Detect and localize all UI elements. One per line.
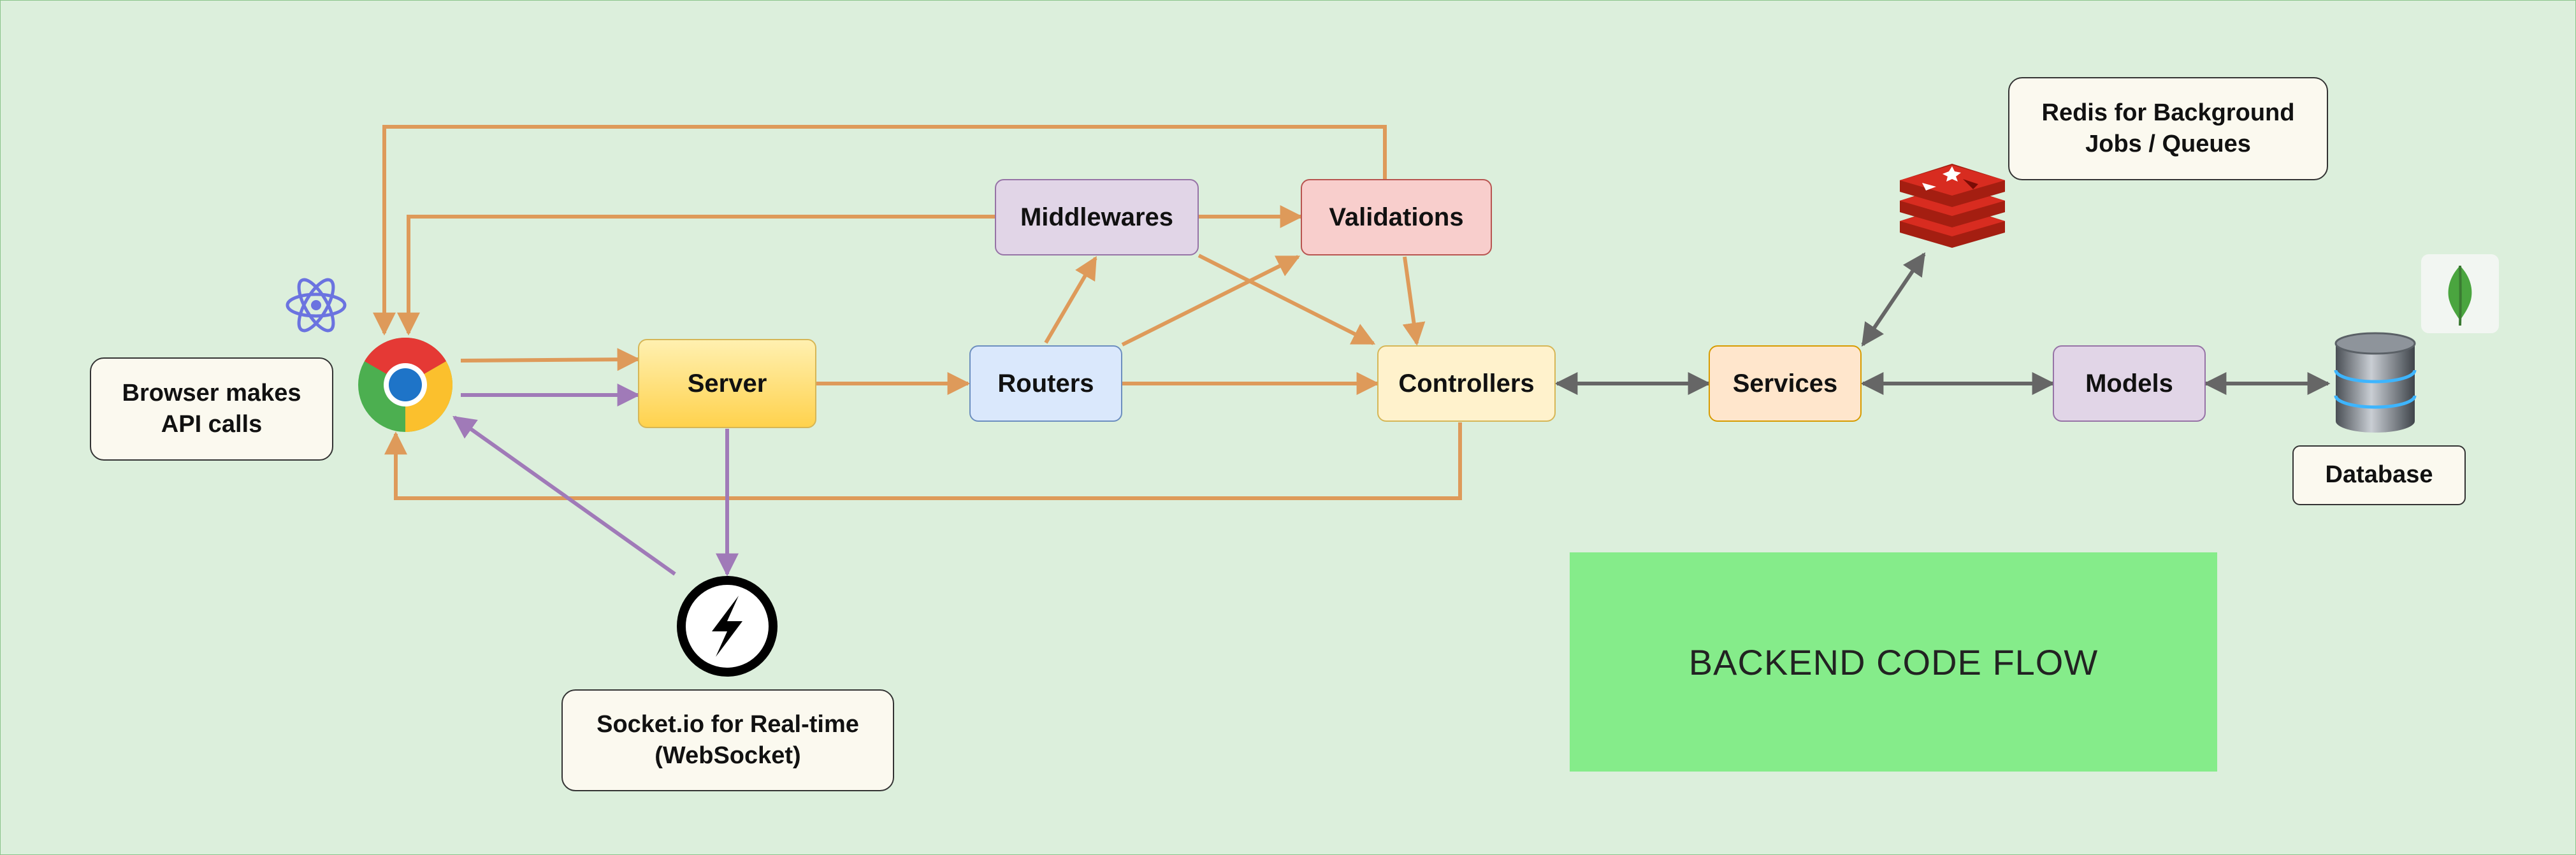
database-icon [2334,332,2417,433]
controllers-node[interactable]: Controllers [1377,345,1556,422]
arrow-routers-to-middlewares [1044,255,1097,344]
routers-node[interactable]: Routers [969,345,1122,422]
arrow-middlewares-to-controllers [1198,254,1376,345]
redis-icon [1900,164,2005,248]
arrow-validations-back-to-browser [373,125,1387,336]
server-node[interactable]: Server [638,339,816,428]
socketio-icon [677,576,778,677]
backend-code-flow-banner: BACKEND CODE FLOW [1570,552,2217,772]
middlewares-node[interactable]: Middlewares [995,179,1199,255]
services-node[interactable]: Services [1709,345,1862,422]
arrow-controllers-back-to-browser [384,422,1462,500]
arrow-middlewares-back-to-browser [397,215,995,336]
browser-note: Browser makes API calls [90,357,333,461]
chrome-icon[interactable] [358,337,453,433]
database-note: Database [2292,445,2466,505]
validations-node[interactable]: Validations [1301,179,1492,255]
arrow-routers-to-validations [1121,255,1301,347]
models-node[interactable]: Models [2053,345,2206,422]
mongodb-icon [2421,254,2499,333]
socket-note: Socket.io for Real-time (WebSocket) [561,689,894,791]
redis-note: Redis for Background Jobs / Queues [2008,77,2328,180]
arrow-validations-to-controllers [1402,256,1426,346]
arrow-socket-to-browser [452,415,676,576]
react-icon [286,278,347,333]
arrow-services-redis [1861,252,1926,347]
arrow-browser-to-server [460,348,640,371]
